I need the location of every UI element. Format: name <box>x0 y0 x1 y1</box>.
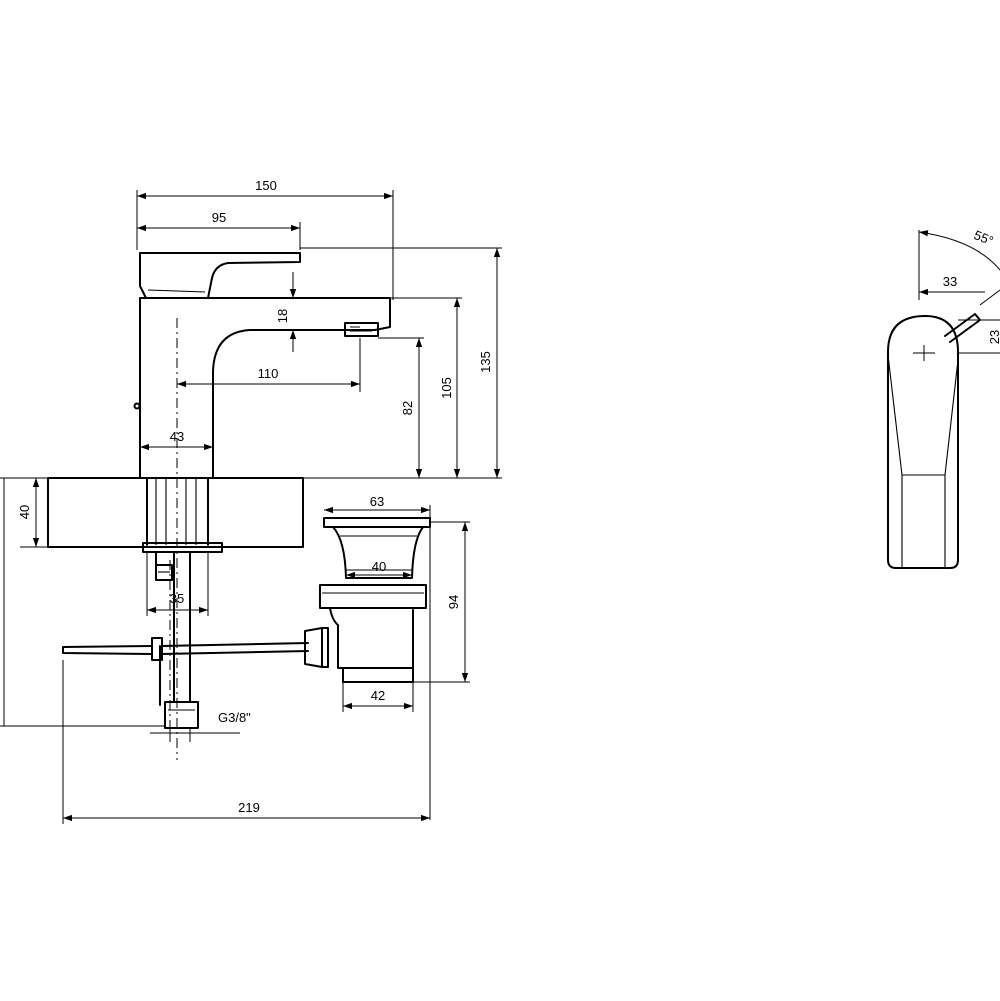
dim-pull-rod-length: 219 <box>238 800 260 815</box>
dim-total-height: 135 <box>478 351 493 373</box>
dim-spout-gap: 18 <box>275 309 290 323</box>
dim-pop-up-height: 94 <box>446 595 461 609</box>
faucet-side-view <box>133 252 391 760</box>
dim-lever-rise: 23 <box>987 330 1000 344</box>
dim-spout-reach: 110 <box>258 366 279 381</box>
dim-deck-thickness: 40 <box>17 505 32 519</box>
dim-connection: G3/8" <box>218 710 251 725</box>
dimension-lines <box>0 190 1000 824</box>
dim-pop-up-top: 63 <box>370 494 384 509</box>
deck-slab <box>47 477 304 548</box>
dim-shank-dia: 35 <box>170 591 184 606</box>
dim-lever-length: 95 <box>212 210 226 225</box>
hose-connector <box>164 701 199 729</box>
dim-body-width: 43 <box>170 429 184 444</box>
dim-lever-offset: 33 <box>943 274 957 289</box>
fixing-nut <box>142 542 223 553</box>
pull-rod-clamp <box>151 637 163 706</box>
dim-pop-up-neck: 40 <box>372 559 386 574</box>
lever-handle <box>139 252 301 299</box>
dim-outlet-height: 82 <box>400 401 415 415</box>
aerator <box>344 322 379 337</box>
dim-lever-angle: 55° <box>972 227 996 248</box>
pop-up-waste <box>319 517 431 683</box>
dimension-labels: 150 95 18 110 43 82 105 135 40 35 G3/8" … <box>17 178 1000 815</box>
dim-spout-height: 105 <box>439 377 454 399</box>
dim-pop-up-base: 42 <box>371 688 385 703</box>
dim-overall-length: 150 <box>255 178 277 193</box>
supply-hose <box>155 551 191 703</box>
faucet-front-view <box>887 230 1000 569</box>
pull-rod <box>62 642 309 655</box>
deck-section <box>47 477 329 729</box>
